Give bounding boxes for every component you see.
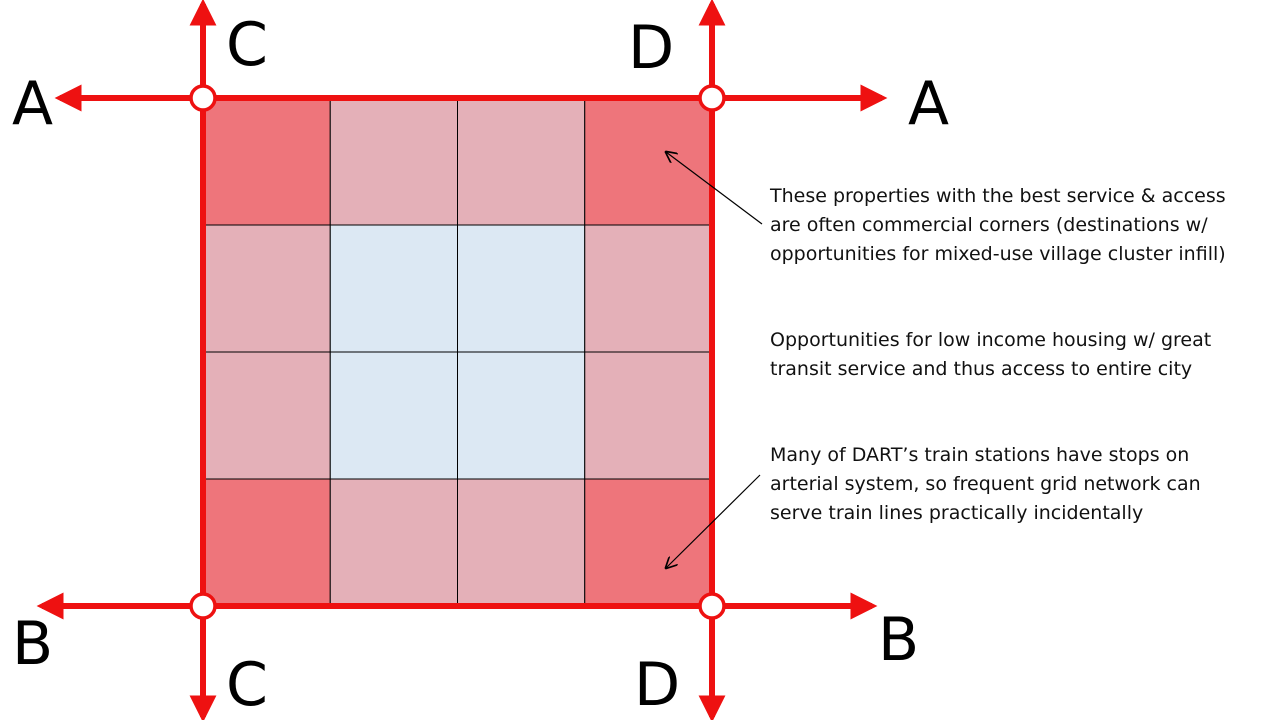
interior-block-r2-c3: [457, 224, 586, 353]
city-blocks: [202, 97, 713, 607]
note-housing-text: Opportunities for low income housing w/ …: [770, 329, 1212, 380]
intersection-bd: [698, 592, 726, 620]
street-label-a-right: A: [908, 69, 949, 139]
corner-block-r1-c4: [584, 97, 713, 226]
edge-block-r3-c1: [202, 351, 331, 480]
interior-block-r3-c2: [329, 351, 458, 480]
pointer-arrow-corner-bottom: [666, 474, 761, 568]
street-label-d-top: D: [628, 13, 674, 83]
corner-block-r4-c1: [202, 478, 331, 607]
intersection-bc: [189, 592, 217, 620]
intersection-ac: [189, 84, 217, 112]
interior-block-r3-c3: [457, 351, 586, 480]
edge-block-r1-c3: [457, 97, 586, 226]
street-label-b-right: B: [878, 605, 919, 675]
note-corners-text: These properties with the best service &…: [770, 185, 1226, 265]
street-label-d-bottom: D: [634, 650, 680, 720]
street-label-a-left: A: [12, 69, 53, 139]
note-stations: Many of DART’s train stations have stops…: [770, 441, 1240, 528]
note-stations-text: Many of DART’s train stations have stops…: [770, 444, 1201, 524]
note-corners: These properties with the best service &…: [770, 182, 1240, 269]
edge-block-r2-c4: [584, 224, 713, 353]
pointer-arrow-corner-top: [666, 152, 763, 225]
note-housing: Opportunities for low income housing w/ …: [770, 326, 1240, 384]
edge-block-r4-c2: [329, 478, 458, 607]
street-label-c-top: C: [226, 10, 268, 80]
intersection-ad: [698, 84, 726, 112]
corner-block-r4-c4: [584, 478, 713, 607]
street-label-c-bottom: C: [226, 650, 268, 720]
corner-block-r1-c1: [202, 97, 331, 226]
interior-block-r2-c2: [329, 224, 458, 353]
edge-block-r1-c2: [329, 97, 458, 226]
edge-block-r4-c3: [457, 478, 586, 607]
edge-block-r2-c1: [202, 224, 331, 353]
edge-block-r3-c4: [584, 351, 713, 480]
street-label-b-left: B: [12, 609, 53, 679]
